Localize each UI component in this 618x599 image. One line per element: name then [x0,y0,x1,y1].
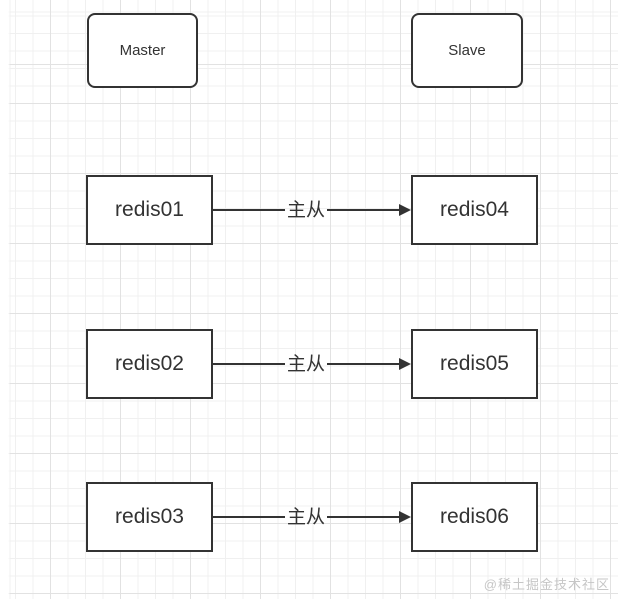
edge-line-right [327,363,400,365]
arrowhead-icon [399,511,412,523]
edge-label: 主从 [287,506,326,528]
node-master: Master [87,13,198,88]
edge-line-left [213,363,285,365]
node-redis01-label: redis01 [115,198,184,221]
node-redis04-label: redis04 [440,198,509,221]
arrowhead-icon [399,204,412,216]
edge-redis01-redis04: 主从 [213,197,412,223]
edge-redis03-redis06: 主从 [213,504,412,530]
node-redis05-label: redis05 [440,352,509,375]
edge-line-left [213,516,285,518]
edge-redis02-redis05: 主从 [213,351,412,377]
node-slave-label: Slave [448,42,486,59]
edge-line-right [327,209,400,211]
node-redis03-label: redis03 [115,505,184,528]
arrowhead-icon [399,358,412,370]
edge-line-right [327,516,400,518]
node-master-label: Master [119,42,166,59]
node-redis03: redis03 [86,482,213,552]
edge-label: 主从 [287,199,326,221]
node-redis04: redis04 [411,175,538,245]
node-redis05: redis05 [411,329,538,399]
node-redis06-label: redis06 [440,505,509,528]
node-redis01: redis01 [86,175,213,245]
edge-line-left [213,209,285,211]
node-redis02-label: redis02 [115,352,184,375]
node-slave: Slave [411,13,523,88]
edge-label: 主从 [287,353,326,375]
node-redis06: redis06 [411,482,538,552]
watermark: @稀土掘金技术社区 [483,577,610,592]
node-redis02: redis02 [86,329,213,399]
